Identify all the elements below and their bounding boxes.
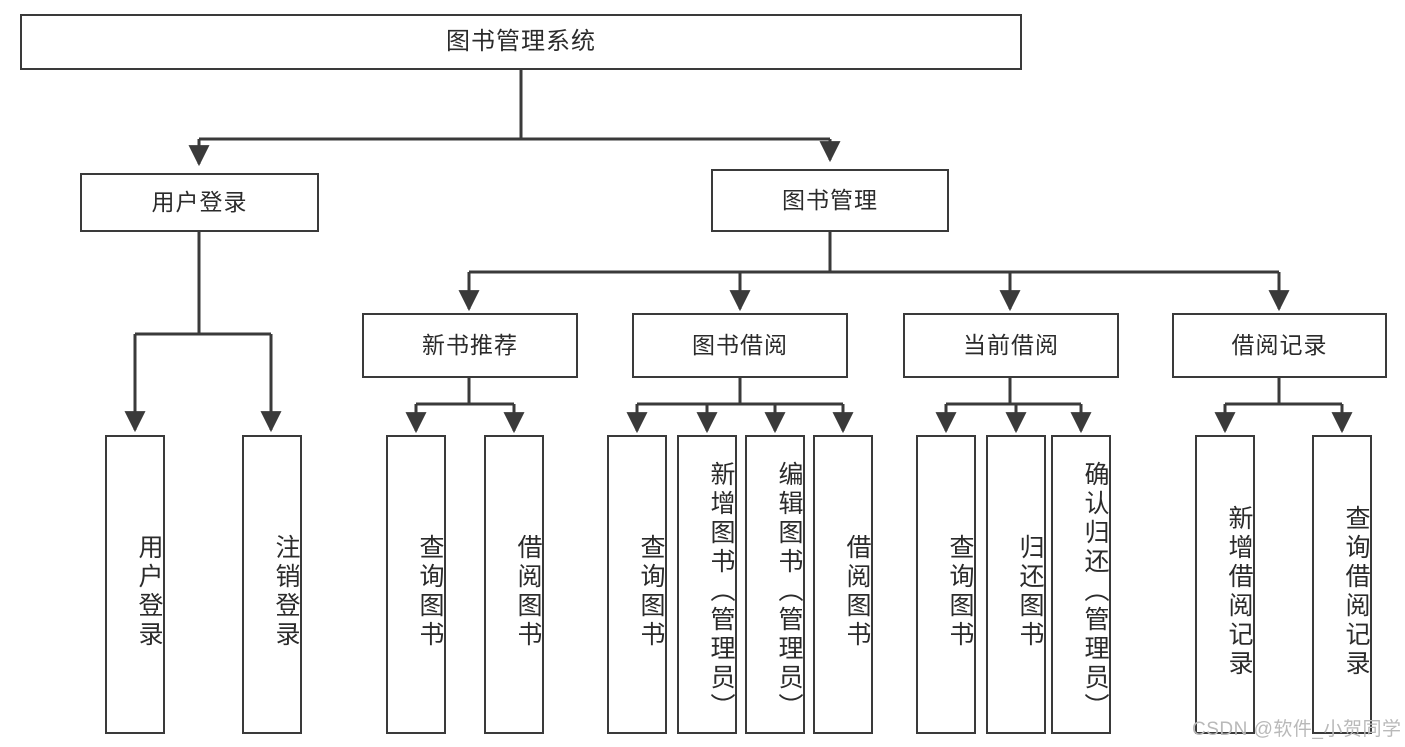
leaf-current-confirm-return-admin[interactable]: 确认归还（管理员） <box>1051 435 1111 734</box>
leaf-current-query-book[interactable]: 查询图书 <box>916 435 976 734</box>
leaf-recommend-borrow-book[interactable]: 借阅图书 <box>484 435 544 734</box>
leaf-borrow-borrow-book[interactable]: 借阅图书 <box>813 435 873 734</box>
watermark-text: CSDN @软件_小贺同学 <box>1192 719 1402 740</box>
node-book-management[interactable]: 图书管理 <box>711 169 949 232</box>
node-root-system[interactable]: 图书管理系统 <box>20 14 1022 70</box>
leaf-user-login[interactable]: 用户登录 <box>105 435 165 734</box>
leaf-user-logout[interactable]: 注销登录 <box>242 435 302 734</box>
node-current-borrow[interactable]: 当前借阅 <box>903 313 1119 378</box>
node-user-login[interactable]: 用户登录 <box>80 173 319 232</box>
node-new-book-recommend[interactable]: 新书推荐 <box>362 313 578 378</box>
leaf-recommend-query-book[interactable]: 查询图书 <box>386 435 446 734</box>
leaf-borrow-edit-book-admin[interactable]: 编辑图书（管理员） <box>745 435 805 734</box>
node-borrow-record[interactable]: 借阅记录 <box>1172 313 1387 378</box>
leaf-borrow-query-book[interactable]: 查询图书 <box>607 435 667 734</box>
node-book-borrow[interactable]: 图书借阅 <box>632 313 848 378</box>
leaf-record-query-borrow-record[interactable]: 查询借阅记录 <box>1312 435 1372 734</box>
leaf-record-add-borrow-record[interactable]: 新增借阅记录 <box>1195 435 1255 734</box>
leaf-current-return-book[interactable]: 归还图书 <box>986 435 1046 734</box>
leaf-borrow-add-book-admin[interactable]: 新增图书（管理员） <box>677 435 737 734</box>
